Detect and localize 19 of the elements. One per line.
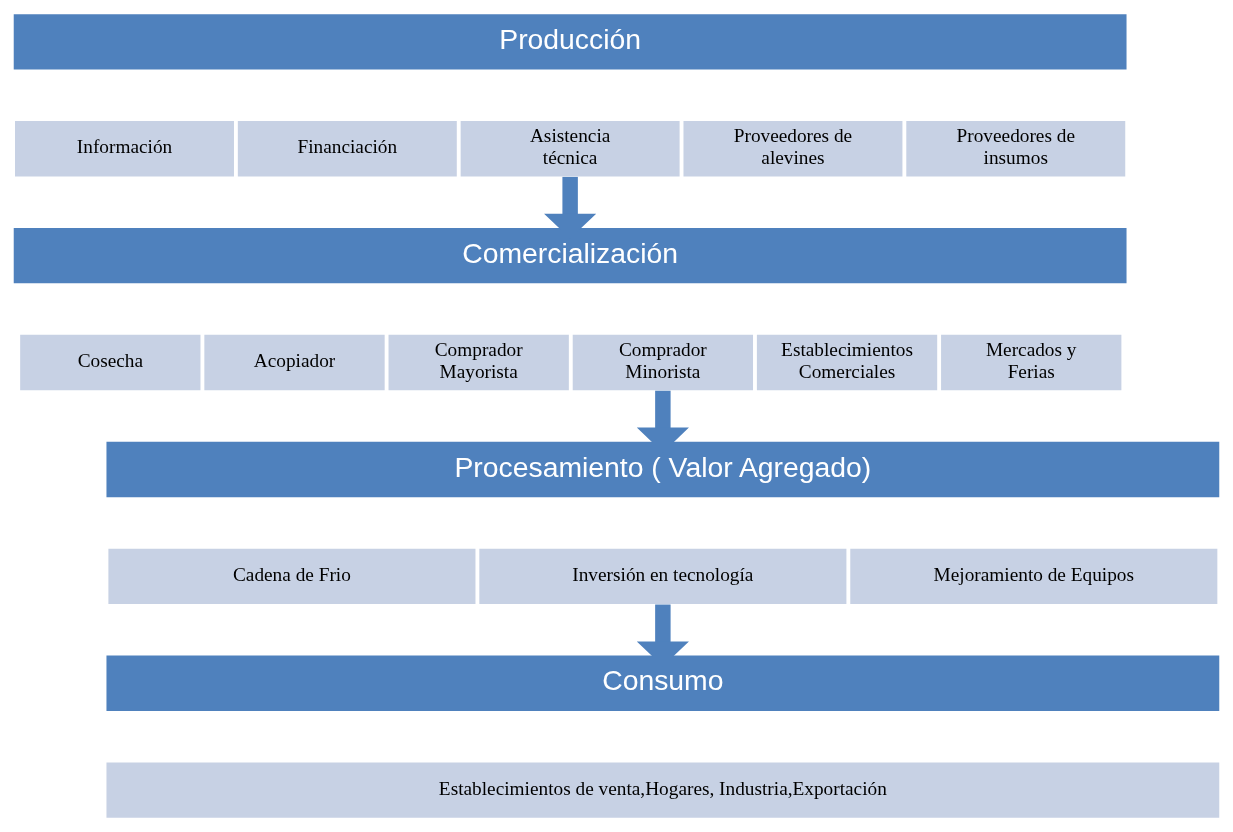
node-box: Acopiador	[204, 334, 385, 391]
node-box: Mercados y Ferias	[941, 334, 1122, 391]
node-box: Procesamiento ( Valor Agregado)	[106, 441, 1220, 498]
node-box: Cosecha	[20, 334, 201, 391]
node-box: Información	[15, 121, 234, 177]
node-box: Establecimientos de venta,Hogares, Industria,Exportación	[106, 762, 1220, 818]
node-box: Inversión en tecnología	[479, 548, 847, 605]
node-box: Comprador Mayorista	[388, 334, 569, 391]
node-box: Proveedores de insumos	[906, 121, 1126, 177]
node-box: Consumo	[106, 655, 1220, 711]
node-box: Cadena de Frio	[108, 548, 476, 605]
node-box: Financiación	[237, 121, 457, 177]
node-box: Proveedores de alevines	[683, 121, 903, 177]
node-box: Comercialización	[13, 227, 1127, 284]
node-box: Asistencia técnica	[460, 121, 680, 177]
node-box: Producción	[13, 14, 1127, 70]
node-box: Comprador Minorista	[572, 334, 754, 391]
node-box: Mejoramiento de Equipos	[850, 548, 1218, 605]
node-box: Establecimientos Comerciales	[756, 334, 938, 391]
